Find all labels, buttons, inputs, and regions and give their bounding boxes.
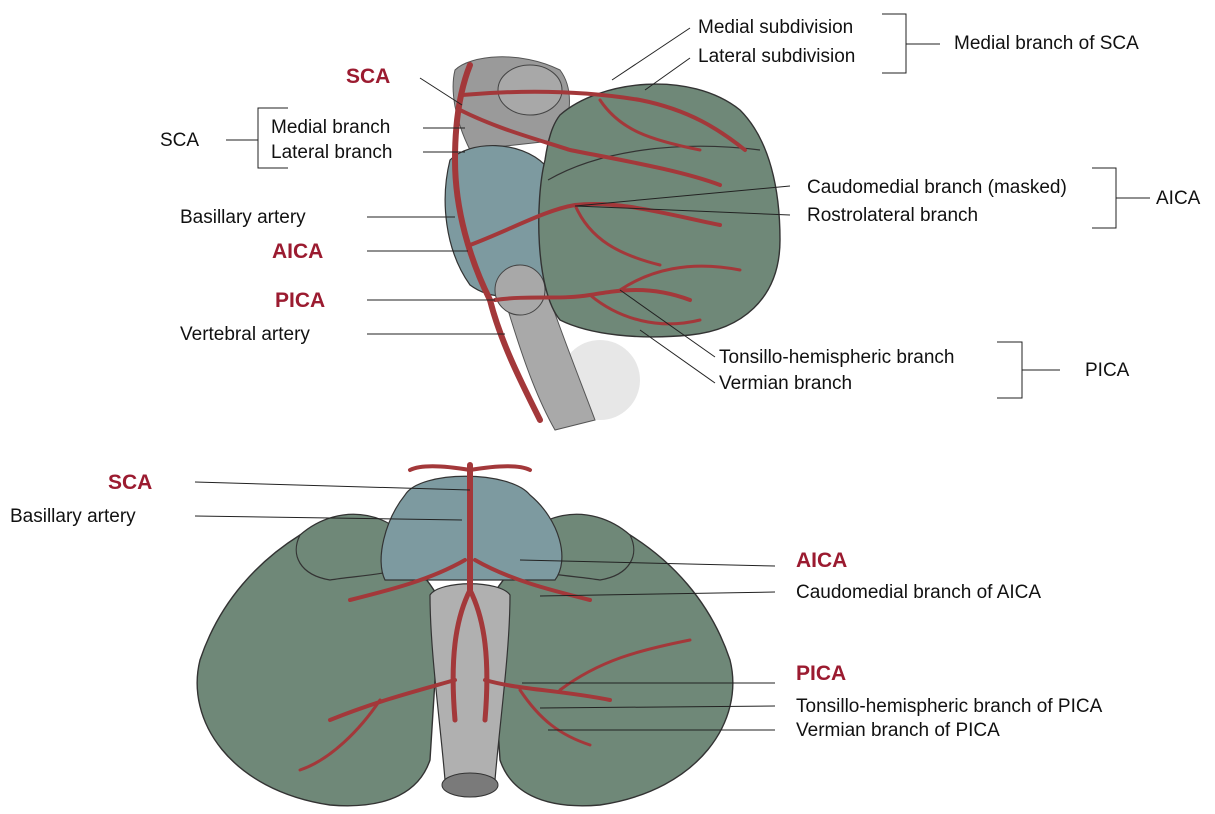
top-lateral-branch-label: Lateral branch — [271, 142, 392, 164]
top-medial-branch-label: Medial branch — [271, 117, 390, 139]
top-caudomedial-masked-label: Caudomedial branch (masked) — [807, 177, 1067, 199]
top-pica-group-label: PICA — [1085, 360, 1129, 382]
bottom-spinal-cut — [442, 773, 498, 797]
top-vertebral-label: Vertebral artery — [180, 324, 310, 346]
bottom-pica-red-label: PICA — [796, 663, 846, 685]
bottom-basilar-label: Basillary artery — [10, 506, 136, 528]
top-vermian-label: Vermian branch — [719, 373, 852, 395]
bottom-sca-red-label: SCA — [108, 472, 152, 494]
bottom-aica-red-label: AICA — [796, 550, 847, 572]
top-tonsillo-label: Tonsillo-hemispheric branch — [719, 347, 955, 369]
top-rostrolateral-label: Rostrolateral branch — [807, 205, 978, 227]
bottom-sca-left — [410, 466, 470, 470]
top-medial-subdivision-label: Medial subdivision — [698, 17, 853, 39]
top-sca-red-label: SCA — [346, 66, 390, 88]
top-aica-red-label: AICA — [272, 241, 323, 263]
top-lateral-subdivision-label: Lateral subdivision — [698, 46, 855, 68]
top-basilar-label: Basillary artery — [180, 207, 306, 229]
top-medial-branch-of-sca-label: Medial branch of SCA — [954, 33, 1139, 55]
bottom-inferior-view — [197, 465, 733, 806]
bottom-sca-right — [470, 466, 530, 470]
bottom-vermian-pica-label: Vermian branch of PICA — [796, 720, 1000, 742]
top-sca-group-label: SCA — [160, 130, 199, 152]
top-aica-group-label: AICA — [1156, 188, 1200, 210]
bottom-caudomedial-aica-label: Caudomedial branch of AICA — [796, 582, 1041, 604]
bottom-tonsillo-pica-label: Tonsillo-hemispheric branch of PICA — [796, 696, 1102, 718]
top-pica-red-label: PICA — [275, 290, 325, 312]
top-olive — [495, 265, 545, 315]
